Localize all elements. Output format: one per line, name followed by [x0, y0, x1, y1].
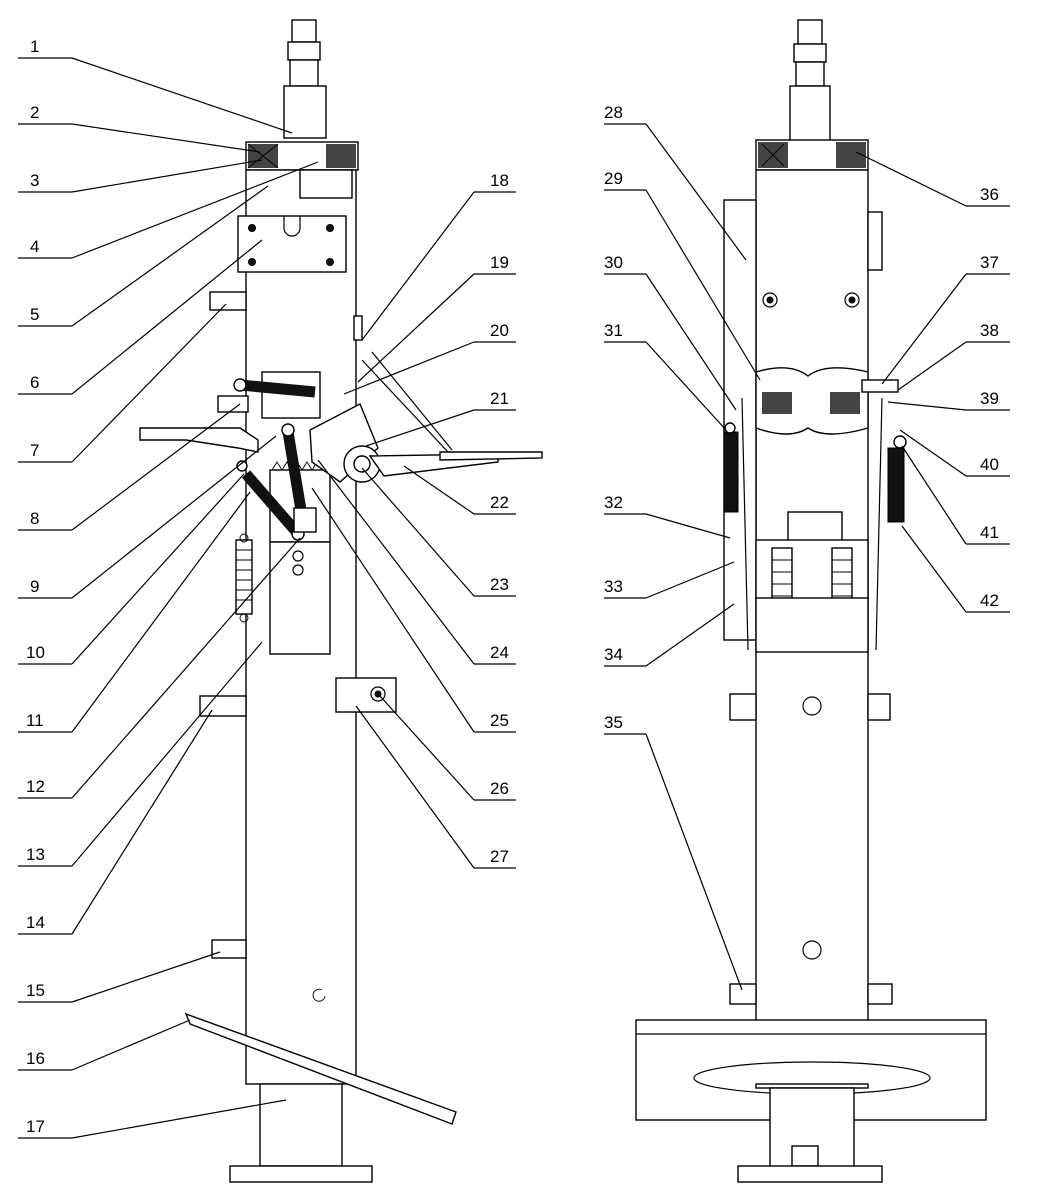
left-shaft-body	[283, 85, 327, 139]
callout-28: 28	[604, 103, 623, 122]
left-shaft-tip	[291, 19, 317, 43]
left-pin-lower	[211, 939, 247, 959]
callout-13: 13	[26, 845, 45, 864]
left-base-foot	[229, 1165, 373, 1183]
left-spring	[235, 539, 253, 615]
left-link-upper	[239, 379, 316, 398]
callout-6: 6	[30, 373, 39, 392]
callout-7: 7	[30, 441, 39, 460]
left-pin-middle	[199, 695, 247, 717]
left-bearing-hatch-b	[326, 144, 356, 168]
callout-15: 15	[26, 981, 45, 1000]
callout-18: 18	[490, 171, 509, 190]
right-bearing-block	[755, 367, 869, 435]
callout-3: 3	[30, 171, 39, 190]
callout-34: 34	[604, 645, 623, 664]
callout-11: 11	[26, 711, 44, 730]
callout-19: 19	[490, 253, 509, 272]
right-callouts-left: 28 29 30 31 32 33 34 35	[604, 103, 761, 991]
callout-1: 1	[30, 37, 39, 56]
right-side-tab	[867, 211, 883, 271]
callout-35: 35	[604, 713, 623, 732]
callout-9: 9	[30, 577, 39, 596]
right-shaft-body	[789, 85, 831, 143]
callout-27: 27	[490, 847, 509, 866]
callout-23: 23	[490, 575, 509, 594]
right-base-foot	[737, 1165, 883, 1183]
callout-17: 17	[26, 1117, 45, 1136]
callout-12: 12	[26, 777, 45, 796]
callout-30: 30	[604, 253, 623, 272]
callout-20: 20	[490, 321, 509, 340]
left-assembly-view	[139, 19, 543, 1183]
callout-33: 33	[604, 577, 623, 596]
right-assembly-view	[635, 19, 987, 1183]
callout-32: 32	[604, 493, 623, 512]
left-shaft-neck	[289, 59, 319, 87]
callout-22: 22	[490, 493, 509, 512]
left-callouts-right: 18 19 20 21 22 23 24 25 26 27	[311, 171, 516, 869]
left-clamp-block	[335, 677, 397, 713]
callout-21: 21	[490, 389, 509, 408]
left-pin-upper	[209, 291, 247, 311]
left-link-vertical	[282, 431, 308, 517]
callout-16: 16	[26, 1049, 45, 1068]
callout-42: 42	[980, 591, 999, 610]
callout-38: 38	[980, 321, 999, 340]
callout-39: 39	[980, 389, 999, 408]
callout-26: 26	[490, 779, 509, 798]
right-spring-right	[887, 447, 905, 523]
callout-5: 5	[30, 305, 39, 324]
left-shaft-collar	[287, 41, 321, 61]
left-link-diagonal	[241, 470, 305, 540]
left-callouts-left: 1 2 3 4 5 6 7 8 9 10 11 12 13 14 15 16 1	[18, 37, 319, 1139]
callout-8: 8	[30, 509, 39, 528]
callout-29: 29	[604, 169, 623, 188]
left-lever-handle	[139, 427, 259, 453]
callout-40: 40	[980, 455, 999, 474]
right-callouts-right: 36 37 38 39 40 41 42	[855, 151, 1010, 613]
callout-25: 25	[490, 711, 509, 730]
callout-31: 31	[604, 321, 623, 340]
left-top-notch	[299, 169, 353, 199]
callout-2: 2	[30, 103, 39, 122]
callout-37: 37	[980, 253, 999, 272]
right-spring-left	[723, 431, 739, 513]
right-shaft-tip	[797, 19, 823, 45]
callout-41: 41	[980, 523, 999, 542]
callout-4: 4	[30, 237, 39, 256]
callout-14: 14	[26, 913, 45, 932]
callout-24: 24	[490, 643, 509, 662]
callout-10: 10	[26, 643, 45, 662]
left-base-leg	[259, 1083, 343, 1167]
callout-36: 36	[980, 185, 999, 204]
left-lower-plate	[269, 541, 331, 655]
